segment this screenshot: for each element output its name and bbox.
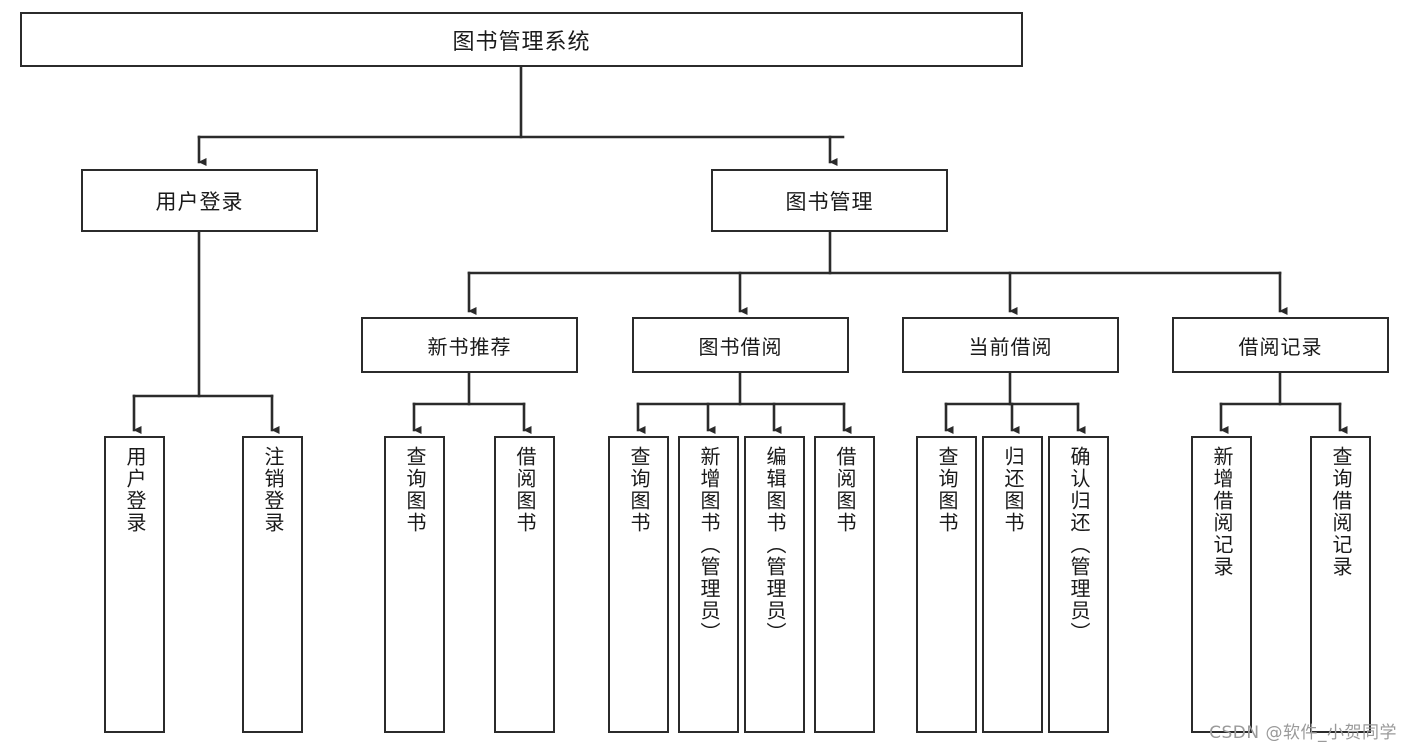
leaf-label: 归还图书 (1001, 446, 1025, 534)
node-borrow-record-label: 借阅记录 (1238, 334, 1323, 359)
leaf-label: 确认归还（管理员） (1067, 446, 1091, 644)
leaf-current-borrow-confirm-return[interactable]: 确认归还（管理员） (1048, 436, 1109, 733)
node-current-borrow-label: 当前借阅 (968, 334, 1053, 359)
leaf-current-borrow-query-book[interactable]: 查询图书 (916, 436, 977, 733)
leaf-user-login-login[interactable]: 用户登录 (104, 436, 165, 733)
node-root[interactable]: 图书管理系统 (20, 12, 1023, 67)
node-borrow-record[interactable]: 借阅记录 (1172, 317, 1389, 373)
node-current-borrow[interactable]: 当前借阅 (902, 317, 1119, 373)
csdn-watermark: CSDN @软件_小贺同学 (1209, 723, 1397, 743)
leaf-label: 新增借阅记录 (1210, 446, 1234, 578)
leaf-borrow-record-add-record[interactable]: 新增借阅记录 (1191, 436, 1252, 733)
leaf-label: 编辑图书（管理员） (763, 446, 787, 644)
leaf-current-borrow-return-book[interactable]: 归还图书 (982, 436, 1043, 733)
leaf-label: 查询图书 (403, 446, 427, 534)
leaf-label: 查询图书 (935, 446, 959, 534)
leaf-label: 查询图书 (627, 446, 651, 534)
leaf-book-borrow-borrow-book[interactable]: 借阅图书 (814, 436, 875, 733)
node-user-login[interactable]: 用户登录 (81, 169, 318, 232)
leaf-new-book-query-book[interactable]: 查询图书 (384, 436, 445, 733)
leaf-label: 借阅图书 (513, 446, 537, 534)
leaf-label: 注销登录 (261, 446, 285, 534)
leaf-label: 借阅图书 (833, 446, 857, 534)
node-book-borrow[interactable]: 图书借阅 (632, 317, 849, 373)
node-book-borrow-label: 图书借阅 (698, 334, 783, 359)
leaf-book-borrow-query-book[interactable]: 查询图书 (608, 436, 669, 733)
node-new-book-recommend[interactable]: 新书推荐 (361, 317, 578, 373)
node-book-management[interactable]: 图书管理 (711, 169, 948, 232)
leaf-label: 查询借阅记录 (1329, 446, 1353, 578)
leaf-user-login-logout[interactable]: 注销登录 (242, 436, 303, 733)
node-root-label: 图书管理系统 (452, 29, 591, 55)
leaf-label: 新增图书（管理员） (697, 446, 721, 644)
leaf-book-borrow-edit-book[interactable]: 编辑图书（管理员） (744, 436, 805, 733)
leaf-label: 用户登录 (123, 446, 147, 534)
node-new-book-recommend-label: 新书推荐 (427, 334, 512, 359)
leaf-borrow-record-query-record[interactable]: 查询借阅记录 (1310, 436, 1371, 733)
leaf-new-book-borrow-book[interactable]: 借阅图书 (494, 436, 555, 733)
leaf-book-borrow-add-book[interactable]: 新增图书（管理员） (678, 436, 739, 733)
node-user-login-label: 用户登录 (155, 189, 244, 214)
node-book-management-label: 图书管理 (785, 189, 874, 214)
